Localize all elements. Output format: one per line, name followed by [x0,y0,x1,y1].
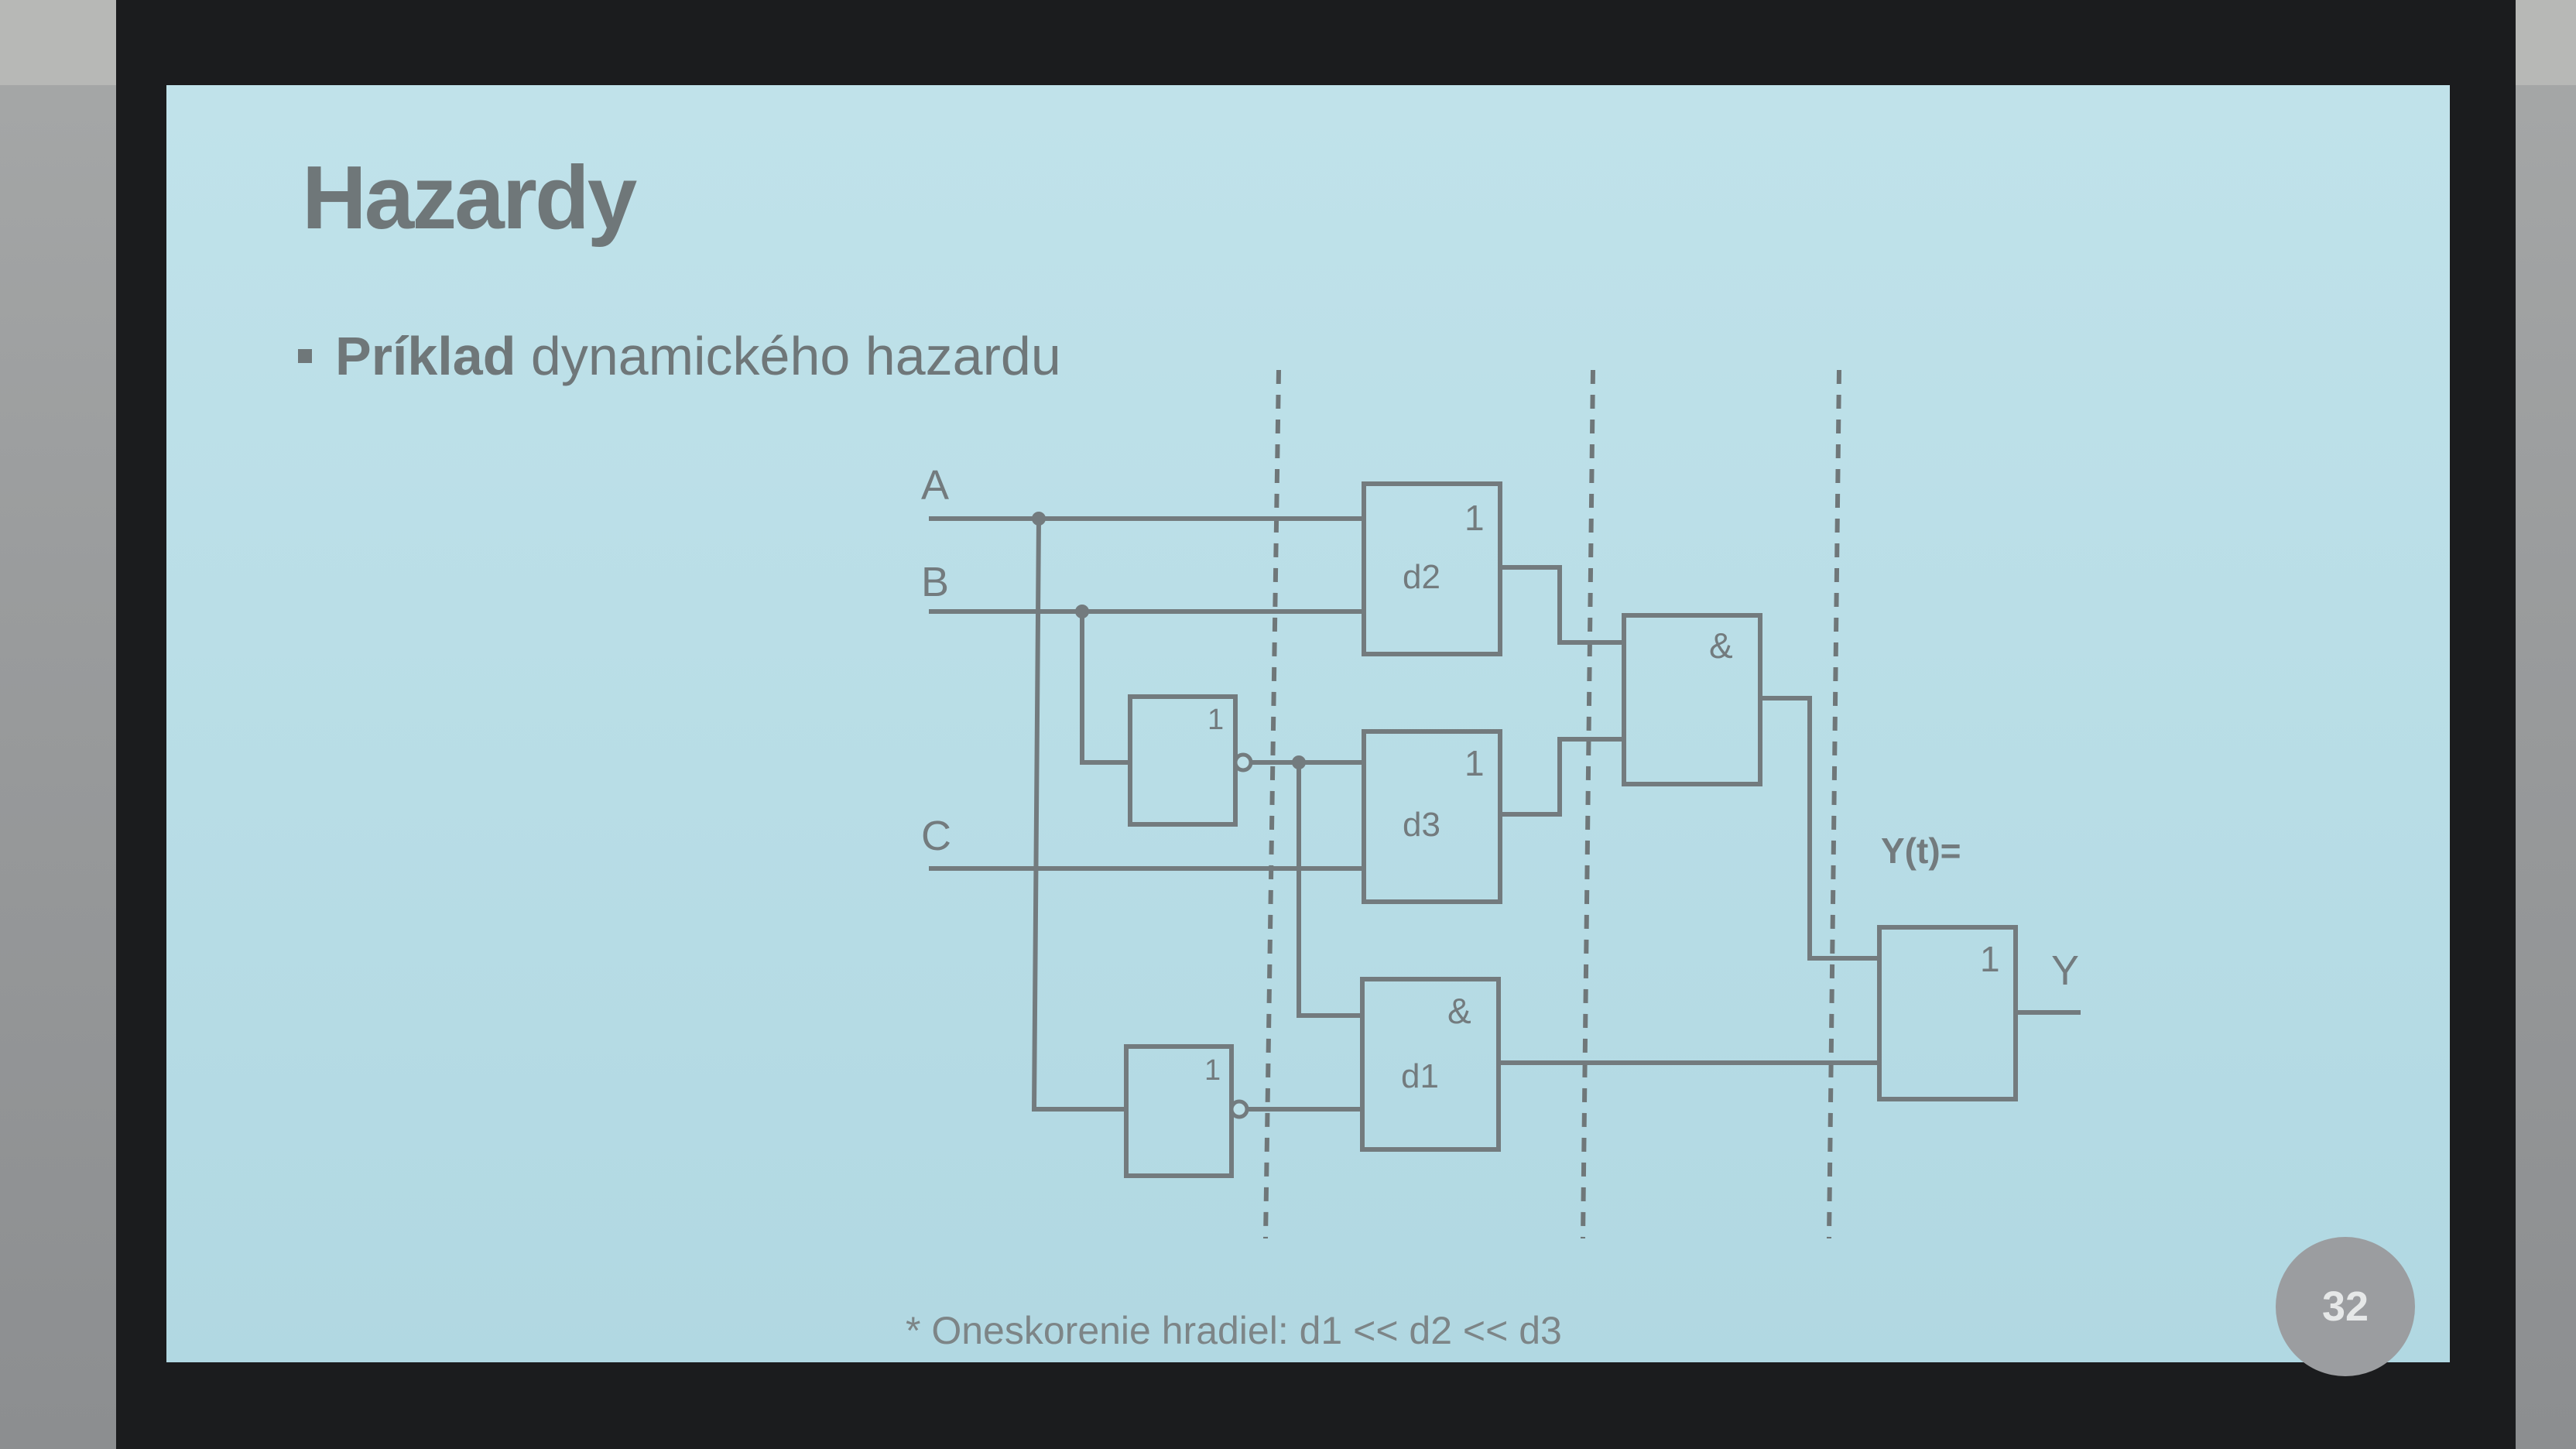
junction-b [1075,605,1089,618]
bullet-text: dynamického hazardu [516,326,1061,386]
gate-not-a-symbol: 1 [1204,1054,1221,1087]
bullet-square-icon [298,348,312,363]
wire-b-branch [1080,611,1130,765]
timing-line-3 [1827,369,1841,1239]
timing-line-1 [1263,369,1281,1239]
gate-not-b-symbol: 1 [1208,704,1224,736]
input-label-c: C [921,813,951,859]
bullet-bold-text: Príklad [335,326,516,386]
slide-title: Hazardy [302,147,637,248]
gate-or-d3-symbol: 1 [1464,743,1485,783]
slide-footnote: * Oneskorenie hradiel: d1 << d2 << d3 [906,1309,1562,1352]
gate-or-d3-delay: d3 [1403,806,1440,844]
wire-a-branch [1031,518,1126,1112]
gate-and-mid-symbol: & [1709,625,1733,666]
timing-line-2 [1581,369,1595,1239]
bullet-item: Príklad dynamického hazardu [298,325,1061,387]
gate-not-a-bubble [1229,1099,1249,1119]
wire-d3-out [1500,737,1624,817]
gate-not-b-bubble [1233,752,1253,772]
wire-notb-branch [1297,762,1362,1018]
junction-a [1032,512,1046,526]
output-label-y: Y [2051,947,2079,994]
wire-andmid-out [1760,696,1879,961]
wire-d2-out [1500,565,1624,645]
input-label-b: B [921,559,949,605]
gate-and-d1-delay: d1 [1401,1057,1439,1095]
gate-or-out-symbol: 1 [1980,939,2000,979]
projection-screen [166,85,2450,1362]
gate-or-d2-symbol: 1 [1464,498,1485,538]
output-expression: Y(t)= [1881,831,1961,871]
gate-and-d1-symbol: & [1447,991,1471,1031]
gate-and-mid [1622,613,1762,786]
gate-or-d2-delay: d2 [1403,558,1440,596]
input-label-a: A [921,462,949,509]
junction-notb [1292,755,1306,769]
page-number-badge: 32 [2276,1237,2415,1376]
